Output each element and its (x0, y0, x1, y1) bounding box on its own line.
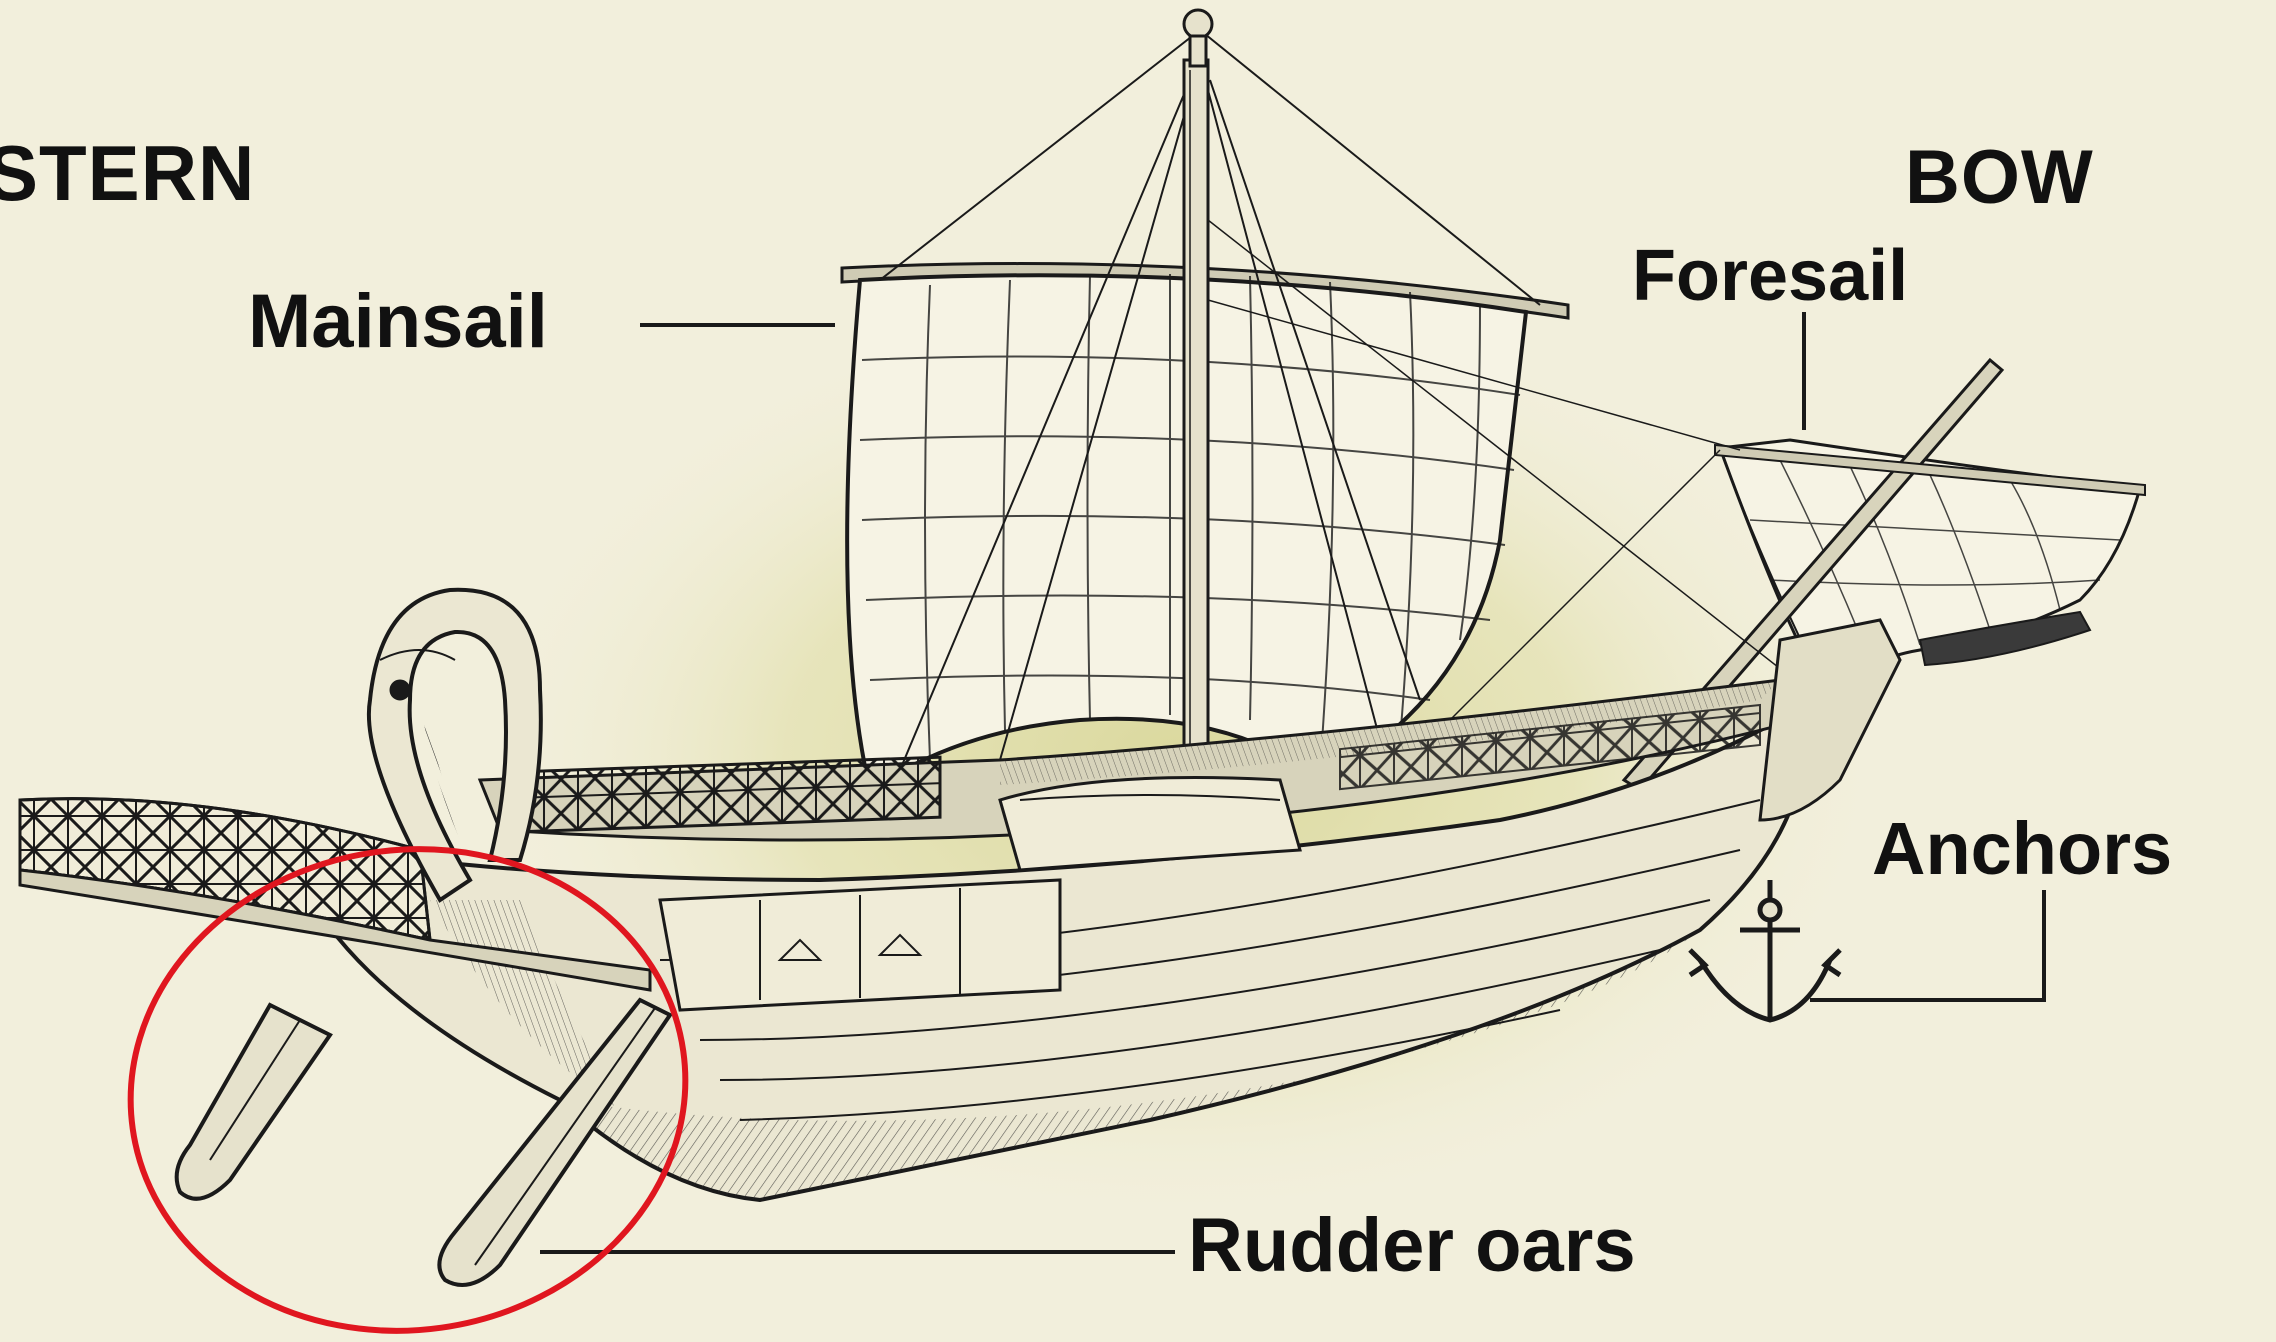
bow-label: BOW (1905, 140, 2094, 216)
stern-label: STERN (0, 134, 255, 212)
mainsail-label: Mainsail (248, 284, 548, 360)
rudder-oar-left (177, 1005, 330, 1199)
masthead (1184, 10, 1212, 38)
deck-railing (520, 757, 940, 832)
rudder-oars-label: Rudder oars (1188, 1208, 1636, 1284)
foresail-label: Foresail (1632, 240, 1908, 312)
anchors-label: Anchors (1872, 812, 2172, 886)
